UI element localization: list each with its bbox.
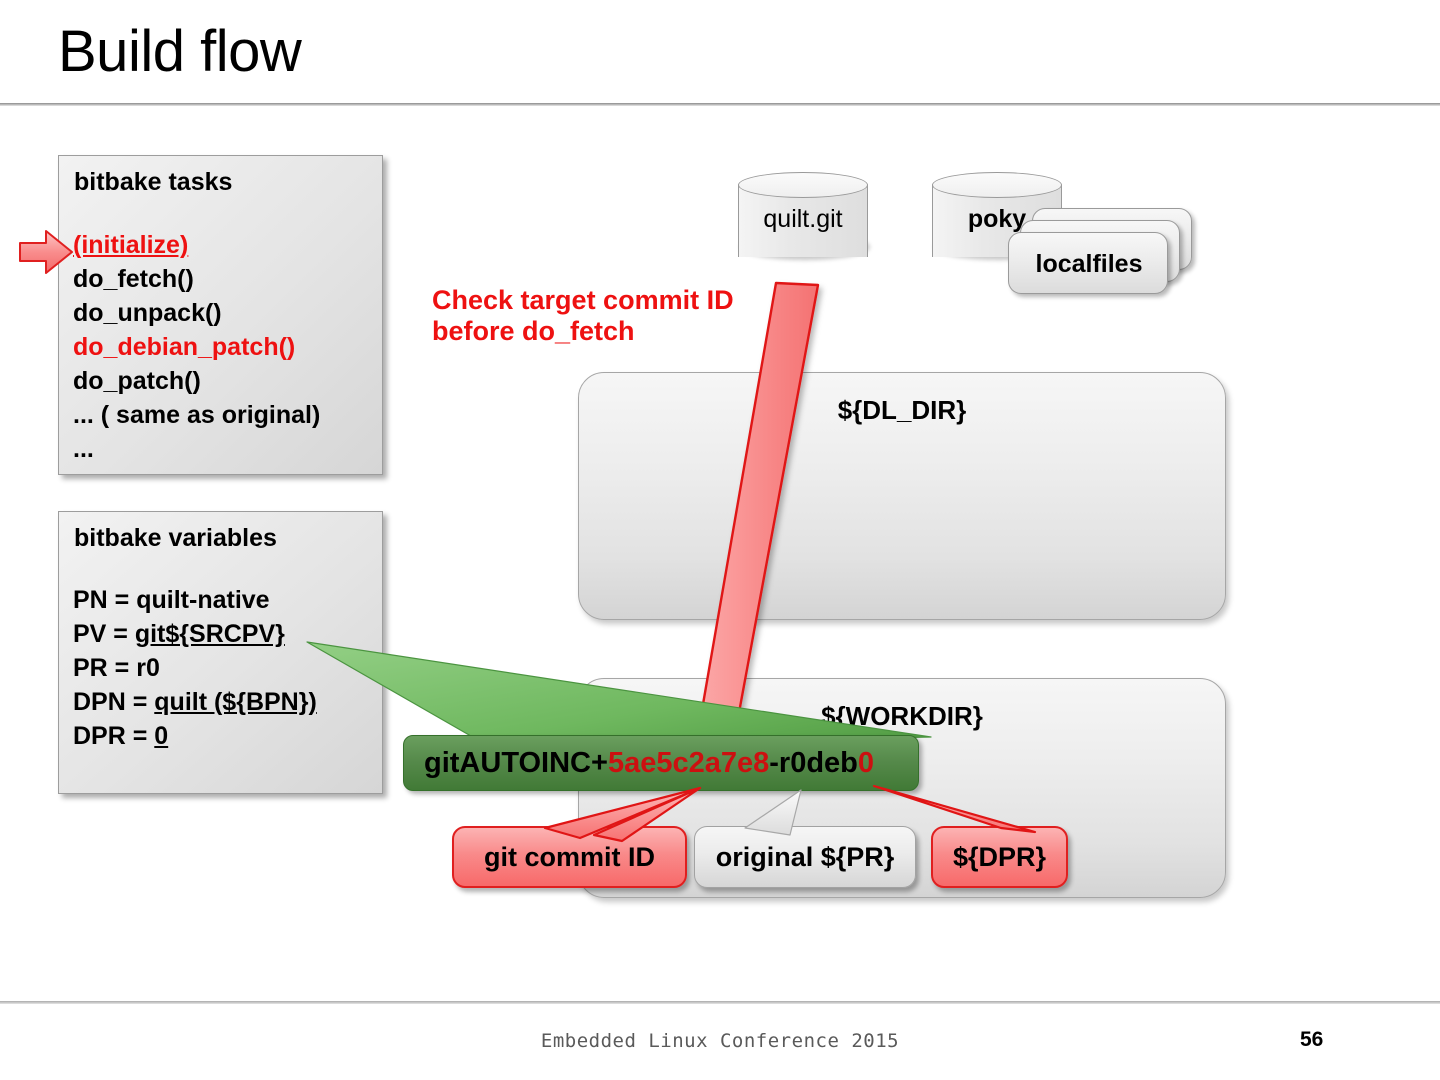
repo-cylinder-poky: poky xyxy=(932,172,1062,270)
variable-name-pr: PR = xyxy=(73,654,137,682)
task-item-do-unpack: do_unpack() xyxy=(73,299,222,327)
callout-git-commit-id: git commit ID xyxy=(452,826,687,888)
bitbake-variables-list: PN = quilt-native PV = git${SRCPV} PR = … xyxy=(73,583,317,753)
bitbake-variables-title: bitbake variables xyxy=(74,524,277,552)
localfiles-card-front: localfiles xyxy=(1008,232,1168,294)
variable-value-pr: r0 xyxy=(136,654,160,682)
version-string-bar: gitAUTOINC+5ae5c2a7e8-r0deb0 xyxy=(403,735,919,791)
bitbake-tasks-title: bitbake tasks xyxy=(74,168,233,196)
repo-label-quilt-git: quilt.git xyxy=(763,205,843,233)
cylinder-top xyxy=(932,172,1062,198)
callout-original-pr: original ${PR} xyxy=(694,826,916,888)
version-dpr: 0 xyxy=(857,747,875,779)
variable-value-dpn: quilt (${BPN}) xyxy=(154,688,317,716)
right-arrow-marker-icon xyxy=(19,230,73,274)
version-revision: -r0deb xyxy=(769,747,858,779)
callout-label-git-commit-id: git commit ID xyxy=(483,841,655,872)
title-divider xyxy=(0,103,1440,106)
variable-row-pn: PN = quilt-native xyxy=(73,583,317,617)
variable-name-pv: PV = xyxy=(73,620,135,648)
variable-value-pn: quilt-native xyxy=(136,586,270,614)
workdir-label: ${WORKDIR} xyxy=(821,701,983,731)
variable-value-dpr: 0 xyxy=(154,722,169,750)
repo-cylinder-quilt-git: quilt.git xyxy=(738,172,868,270)
variable-name-pn: PN = xyxy=(73,586,137,614)
version-string: gitAUTOINC+5ae5c2a7e8-r0deb0 xyxy=(424,747,874,780)
annotation-check-commit-id: Check target commit ID before do_fetch xyxy=(432,285,734,347)
page-title: Build flow xyxy=(58,19,302,84)
task-item-do-debian-patch: do_debian_patch() xyxy=(73,333,296,361)
variable-row-dpn: DPN = quilt (${BPN}) xyxy=(73,685,317,719)
variable-row-pr: PR = r0 xyxy=(73,651,317,685)
variable-value-pv: git${SRCPV} xyxy=(134,620,285,648)
variable-row-pv: PV = git${SRCPV} xyxy=(73,617,317,651)
repo-label-poky: poky xyxy=(967,205,1027,233)
task-item-same-as-original: ... ( same as original) xyxy=(73,401,321,429)
variable-row-dpr: DPR = 0 xyxy=(73,719,317,753)
callout-dpr: ${DPR} xyxy=(931,826,1068,888)
bitbake-tasks-panel: bitbake tasks xyxy=(58,155,383,475)
version-commit-id: 5ae5c2a7e8 xyxy=(607,747,770,779)
task-item-initialize: (initialize) xyxy=(73,231,189,259)
task-item-ellipsis: ... xyxy=(73,435,94,463)
dl-dir-box: ${DL_DIR} xyxy=(578,372,1226,620)
annotation-line-2: before do_fetch xyxy=(432,316,635,346)
variable-name-dpr: DPR = xyxy=(73,722,155,750)
footer-divider xyxy=(0,1001,1440,1004)
task-item-do-fetch: do_fetch() xyxy=(73,265,194,293)
variable-name-dpn: DPN = xyxy=(73,688,155,716)
dl-dir-label: ${DL_DIR} xyxy=(837,395,967,425)
cylinder-top xyxy=(738,172,868,198)
callout-label-dpr: ${DPR} xyxy=(952,841,1047,872)
localfiles-label: localfiles xyxy=(1035,250,1143,278)
callout-label-original-pr: original ${PR} xyxy=(715,841,895,872)
slide-page-number: 56 xyxy=(1300,1028,1324,1051)
footer-conference-label: Embedded Linux Conference 2015 xyxy=(540,1030,900,1052)
task-item-do-patch: do_patch() xyxy=(73,367,201,395)
version-prefix: gitAUTOINC+ xyxy=(424,747,608,779)
bitbake-tasks-list: (initialize) do_fetch() do_unpack() do_d… xyxy=(73,228,320,466)
annotation-line-1: Check target commit ID xyxy=(432,285,734,315)
